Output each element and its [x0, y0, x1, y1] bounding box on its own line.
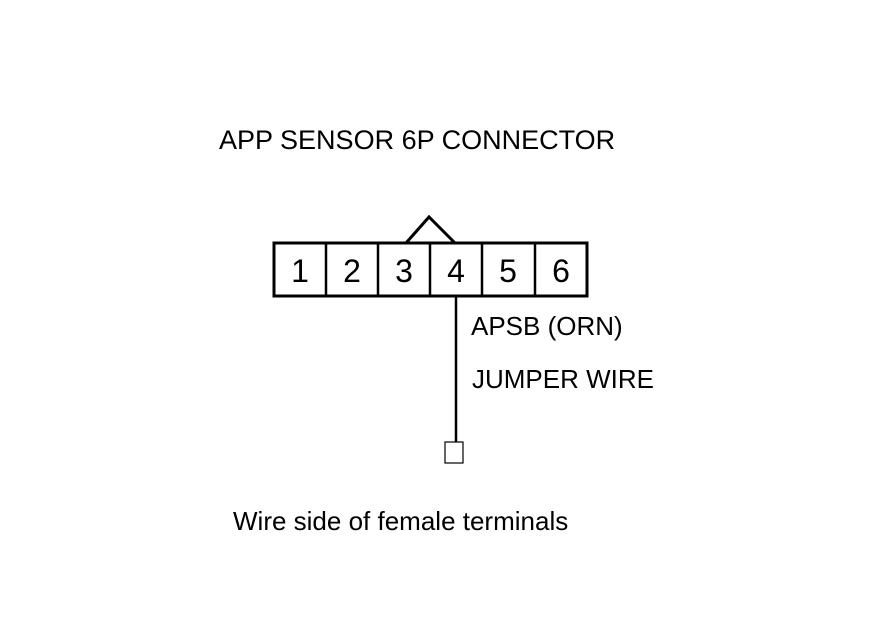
pin-4: 4 — [447, 253, 465, 289]
pin-5: 5 — [499, 253, 517, 289]
pin-2: 2 — [343, 253, 361, 289]
terminal-label: APSB (ORN) — [471, 311, 623, 341]
pin-3: 3 — [395, 253, 413, 289]
diagram-caption: Wire side of female terminals — [233, 506, 569, 536]
jumper-wire-label: JUMPER WIRE — [472, 364, 654, 394]
connector-pins: 1 2 3 4 5 6 — [291, 253, 570, 289]
pin-1: 1 — [291, 253, 309, 289]
pin-6: 6 — [552, 253, 570, 289]
diagram-title: APP SENSOR 6P CONNECTOR — [219, 125, 616, 155]
connector-dividers — [324, 243, 537, 296]
connector-lock-tab — [404, 214, 457, 245]
jumper-wire-terminal — [444, 441, 464, 464]
